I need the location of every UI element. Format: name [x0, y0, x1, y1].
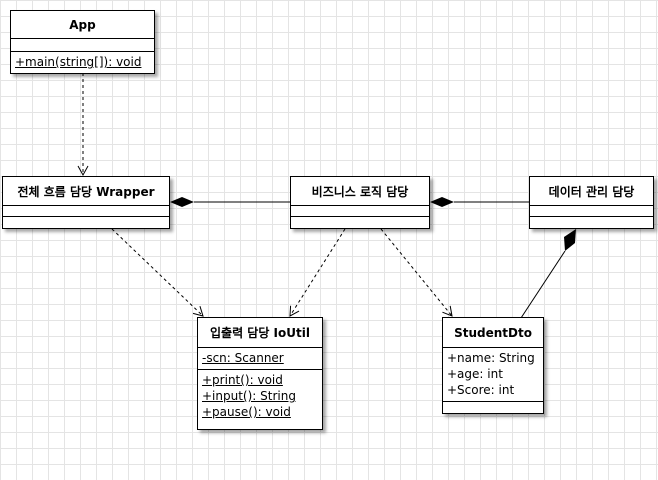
- attributes-compartment: [3, 206, 169, 217]
- operations-compartment: [443, 402, 543, 406]
- attribute: +Score: int: [447, 383, 515, 397]
- operations-compartment: +print(): void +input(): String +pause()…: [198, 370, 322, 422]
- operation: +main(string[]): void: [15, 55, 142, 69]
- operation: +print(): void: [202, 373, 283, 387]
- attributes-compartment: +name: String +age: int +Score: int: [443, 348, 543, 402]
- operations-compartment: [291, 217, 429, 221]
- class-data[interactable]: 데이터 관리 담당: [529, 176, 654, 229]
- class-studentdto[interactable]: StudentDto +name: String +age: int +Scor…: [442, 317, 544, 414]
- dependency-business-to-ioutil[interactable]: [289, 228, 346, 317]
- operation: +input(): String: [202, 389, 296, 403]
- attributes-compartment: [11, 39, 154, 52]
- class-ioutil[interactable]: 입출력 담당 IoUtil -scn: Scanner +print(): vo…: [197, 317, 323, 430]
- class-business[interactable]: 비즈니스 로직 담당: [290, 176, 430, 229]
- attribute: -scn: Scanner: [202, 351, 284, 365]
- operations-compartment: +main(string[]): void: [11, 52, 154, 72]
- class-name: 입출력 담당 IoUtil: [198, 318, 322, 348]
- dependency-wrapper-to-ioutil[interactable]: [111, 228, 204, 317]
- composition-diamond-wrapper: [170, 197, 194, 207]
- attribute: +age: int: [447, 367, 503, 381]
- composition-diamond-business: [430, 197, 454, 207]
- attributes-compartment: [291, 206, 429, 217]
- class-app[interactable]: App +main(string[]): void: [10, 10, 155, 74]
- operations-compartment: [530, 217, 653, 221]
- dependency-business-to-dto[interactable]: [380, 228, 453, 317]
- class-name: 비즈니스 로직 담당: [291, 177, 429, 206]
- operations-compartment: [3, 217, 169, 221]
- class-wrapper[interactable]: 전체 흐름 담당 Wrapper: [2, 176, 170, 229]
- class-name: StudentDto: [443, 318, 543, 348]
- class-name: App: [11, 11, 154, 39]
- composition-diamond-data: [564, 229, 576, 251]
- attribute: +name: String: [447, 351, 535, 365]
- composition-dto-to-data[interactable]: [520, 250, 566, 319]
- operation: +pause(): void: [202, 405, 291, 419]
- attributes-compartment: -scn: Scanner: [198, 348, 322, 370]
- attributes-compartment: [530, 206, 653, 217]
- class-name: 데이터 관리 담당: [530, 177, 653, 206]
- class-name: 전체 흐름 담당 Wrapper: [3, 177, 169, 206]
